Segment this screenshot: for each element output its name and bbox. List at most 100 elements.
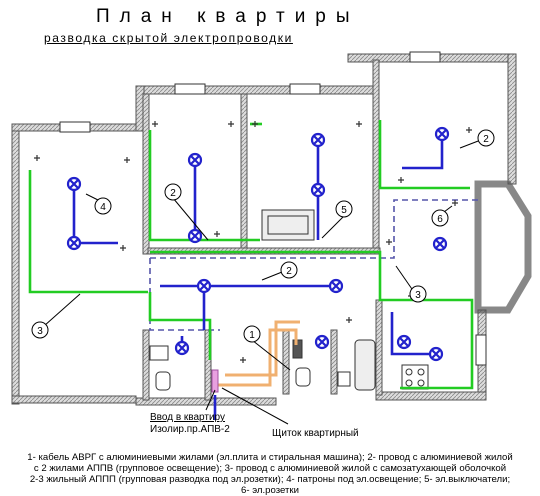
panel-leader [221,387,289,425]
plan-subtitle: разводка скрытой электропроводки [44,31,293,45]
lamp-left-1 [66,176,82,192]
wall-bath-4 [330,329,338,395]
table-fixture [261,209,315,241]
stove-burner-1 [405,368,413,376]
callouts: 4 2 5 2 6 2 3 3 1 [31,129,495,371]
lamp-hall [396,334,412,350]
wall-bottom-left [11,395,137,404]
toilet-1 [155,371,171,391]
stove-burner-2 [417,368,425,376]
socket-6 [356,121,362,127]
wall-bath-3 [282,329,290,395]
wall-inner-2 [240,93,248,249]
green-wire-right [378,120,470,190]
callout-2-top-right-text: 2 [483,134,489,145]
lamp-bath-2 [314,334,330,350]
lamp-top-right [434,126,450,142]
legend: 1- кабель АВРГ с алюминиевыми жилами (эл… [0,452,540,496]
socket-3 [152,121,158,127]
callout-1-text: 1 [249,330,255,341]
callout-4-text: 4 [100,202,106,213]
socket-11 [386,239,392,245]
orange-wire [218,328,298,387]
lamp-kitchen [428,346,444,362]
sink-2 [337,371,351,387]
window-middle-right [289,83,321,95]
wall-left-outer [11,123,20,405]
green-wire-left-down [148,292,212,360]
socket-5 [252,121,258,127]
stove [401,364,429,390]
wall-inner-3 [372,59,380,251]
socket-10 [120,245,126,251]
socket-9 [452,200,458,206]
lamp-bath-1 [174,340,190,356]
callout-2-corridor: 2 [261,261,298,281]
callout-6-text: 6 [437,214,443,225]
bathtub [354,339,376,391]
window-left [59,121,91,133]
callout-1: 1 [243,325,291,371]
socket-12 [214,231,220,237]
callout-3-right: 3 [395,265,427,303]
socket-8 [398,177,404,183]
wall-top-middle [135,85,377,95]
windows [59,51,487,366]
entry-label-1: Ввод в квартиру [150,412,225,423]
callout-5-text: 5 [341,205,347,216]
lamp-left-2 [66,235,82,251]
green-wire-corridor [150,250,474,390]
lamp-corridor-2 [328,278,344,294]
lamp-mid-1 [187,152,203,168]
callout-5: 5 [321,200,353,239]
table-fixture-inner [267,215,309,235]
sink-1 [149,345,169,361]
green-wires [28,120,474,390]
blue-wire-kitchen [390,312,436,356]
callout-3-left-text: 3 [37,326,43,337]
lamp-corridor-1 [196,278,212,294]
socket-13 [346,317,352,323]
dashed-route [149,199,478,331]
callout-3-right-text: 3 [415,290,421,301]
legend-line-2: с 2 жилами АППВ (групповое освещение); 3… [33,463,507,474]
wall-right-upper [507,53,517,185]
wall-bath-1 [142,329,150,401]
blue-wires [72,134,444,420]
callout-6: 6 [431,205,453,227]
window-right-lower [475,334,487,366]
socket-2 [124,157,130,163]
orange-wire-2 [225,320,300,377]
callout-2-corridor-text: 2 [286,266,292,277]
green-wire-left [28,170,148,294]
lamp-right-2 [310,182,326,198]
stove-burner-4 [417,379,425,387]
entry-cable-marker [211,369,219,393]
window-middle-left [174,83,206,95]
socket-7 [466,127,472,133]
wall-bottom-right [375,391,487,401]
callout-2-mid-text: 2 [170,188,176,199]
toilet-2 [295,367,311,387]
wall-kitchen [375,299,383,396]
fixtures [149,209,429,391]
socket-4 [228,121,234,127]
legend-line-1: 1- кабель АВРГ с алюминиевыми жилами (эл… [27,452,513,463]
blue-wire-left-room [72,184,118,245]
lamps [66,126,450,362]
bay-window [474,180,532,314]
legend-line-4: 6- эл.розетки [241,485,299,496]
switches-sockets [34,121,472,363]
lamp-mid-2 [187,228,203,244]
callout-2-mid: 2 [164,183,209,241]
green-wire-top-mid [148,130,260,242]
socket-15 [240,357,246,363]
window-top-right [409,51,441,63]
lamp-right-room [432,236,448,252]
socket-1 [34,155,40,161]
blue-wire-top-right [402,134,444,170]
plan-title: План квартиры [96,6,360,27]
stove-burner-3 [405,379,413,387]
callout-3-left: 3 [31,293,81,339]
